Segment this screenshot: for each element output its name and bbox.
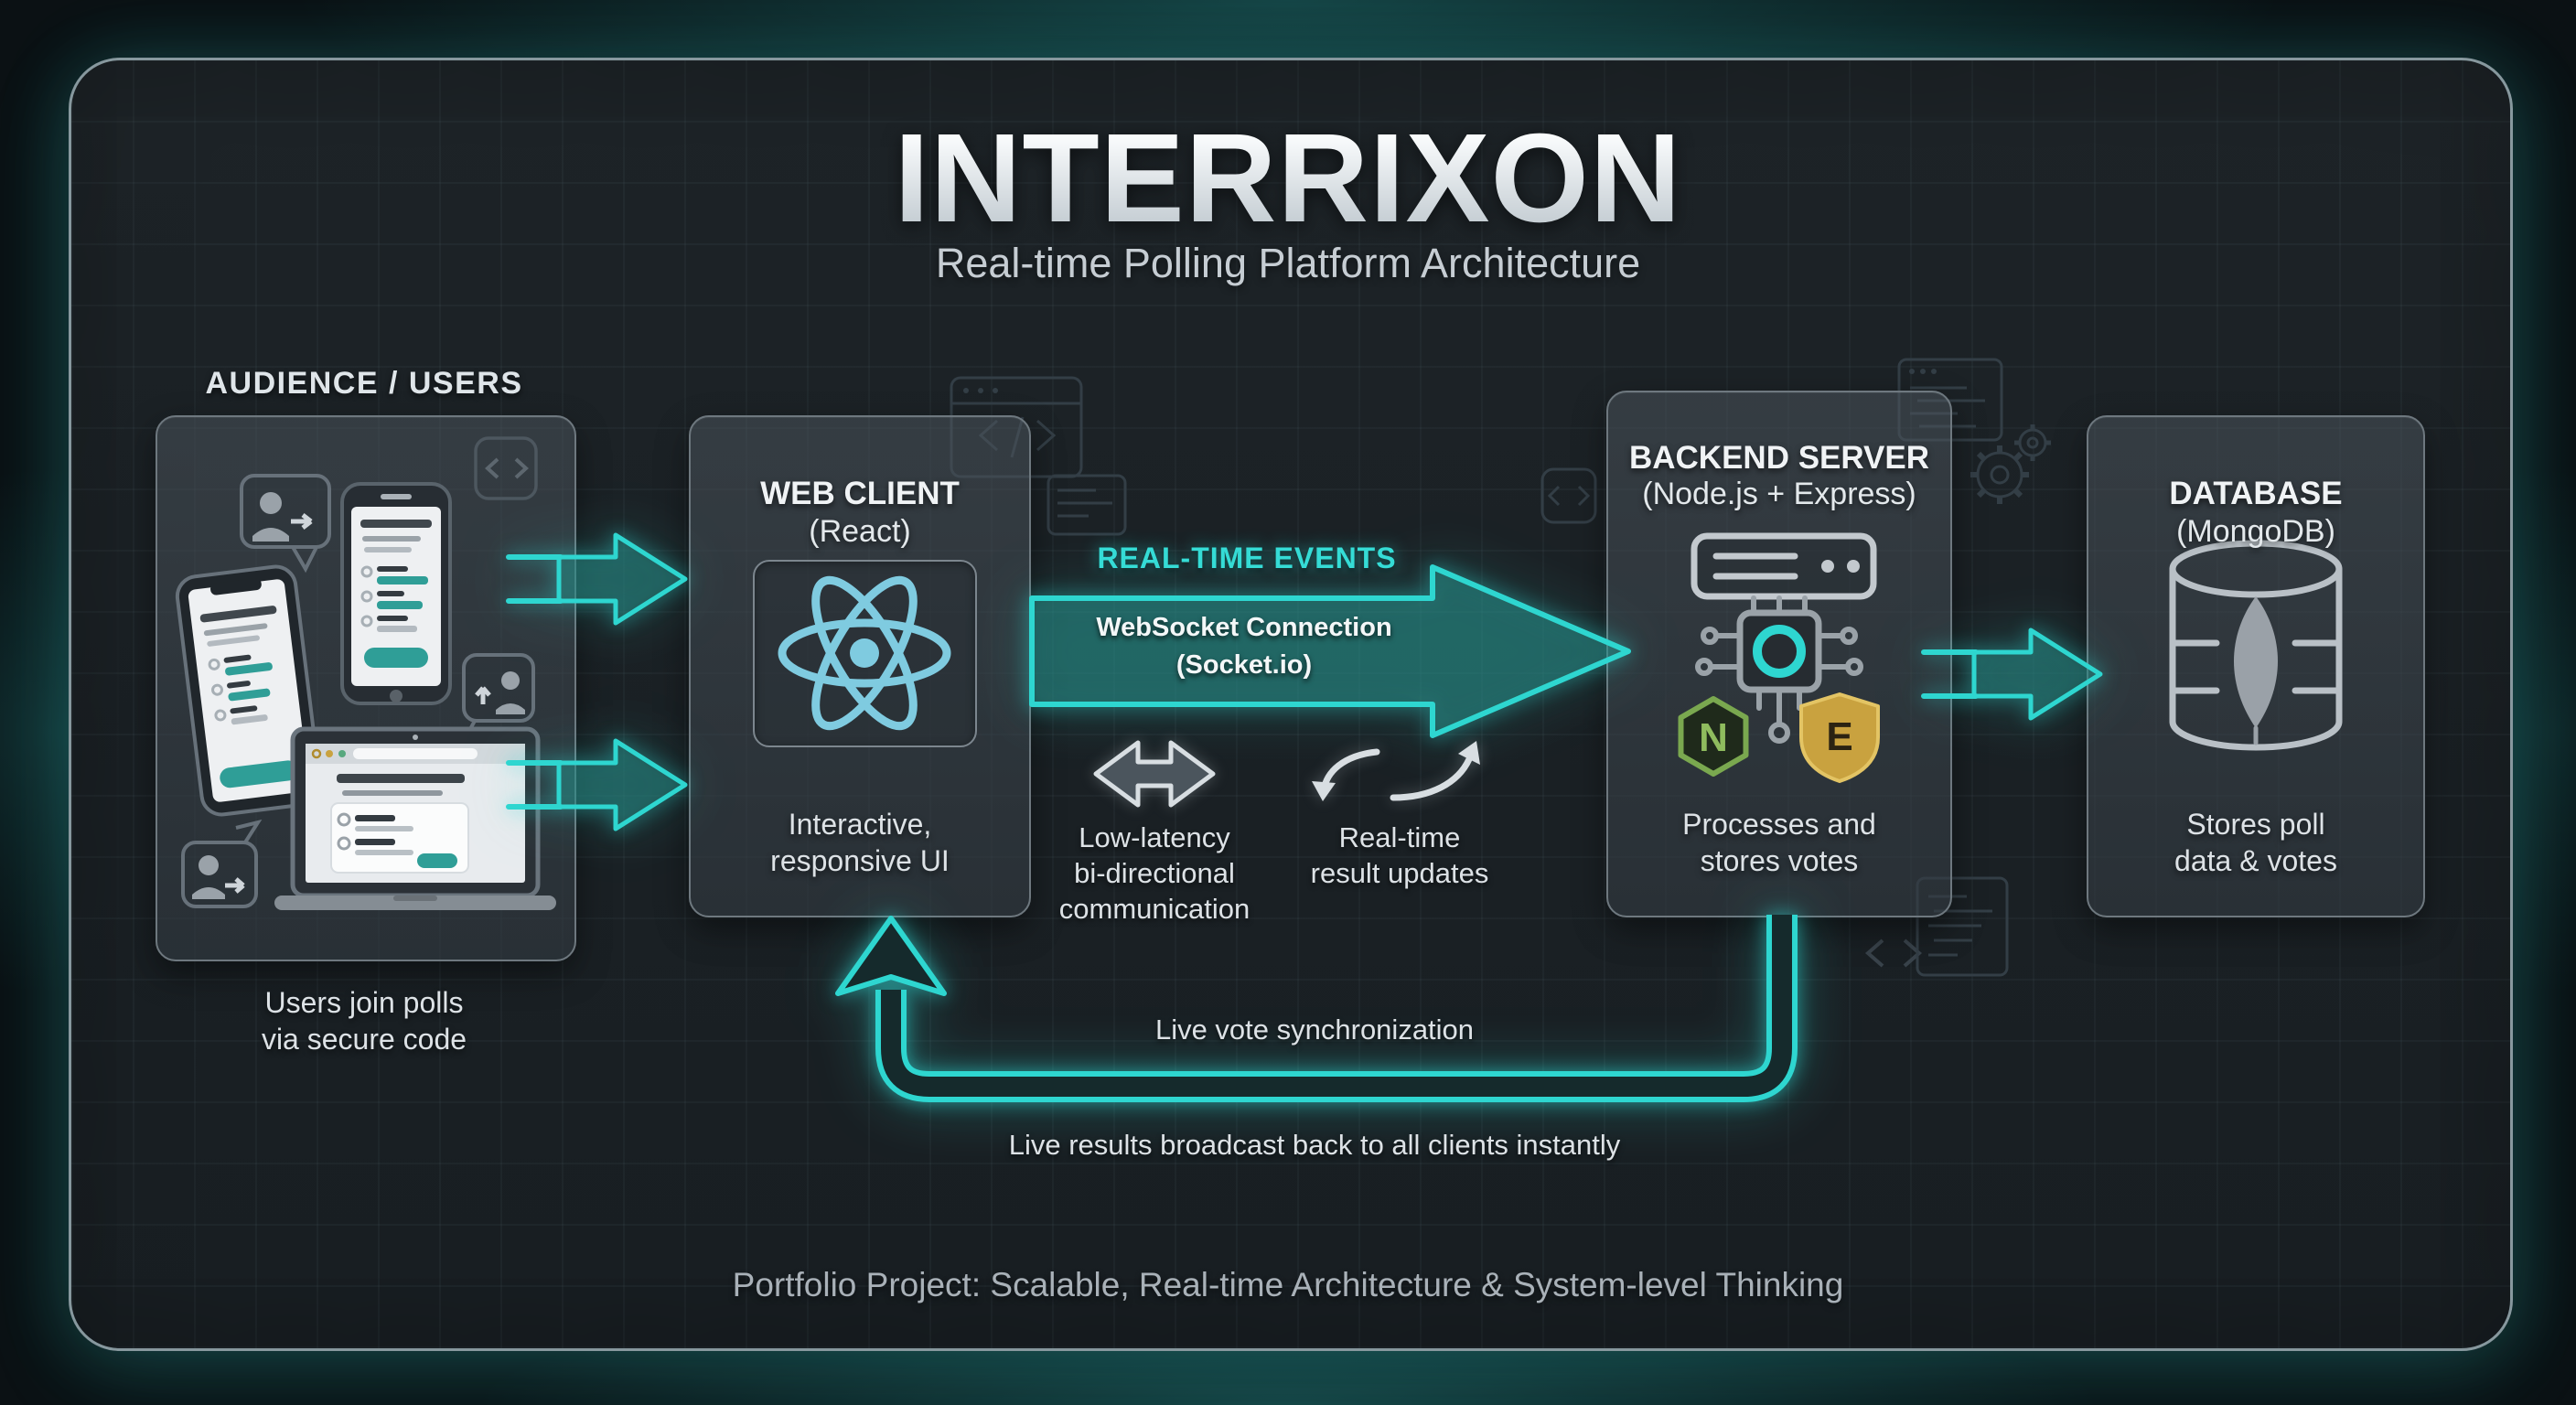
code-chip-icon: [1540, 467, 1597, 524]
backend-caption: Processes and stores votes: [1682, 808, 1876, 877]
server-rack-icon: [1690, 532, 1877, 600]
user-join-bubble-icon: [181, 819, 263, 908]
chip-icon: [1695, 595, 1863, 744]
web-client-box: WEB CLIENT (React) Interactive, responsi…: [689, 415, 1031, 917]
code-card-icon: [1046, 474, 1127, 536]
mongodb-cylinder-icon: [2169, 540, 2343, 751]
backend-title: BACKEND SERVER: [1628, 440, 1930, 476]
react-logo-icon: [778, 575, 951, 731]
express-badge-letter: E: [1826, 714, 1852, 759]
backend-subtitle: (Node.js + Express): [1642, 477, 1916, 511]
nodejs-badge-letter: N: [1699, 715, 1728, 760]
footer-text: Portfolio Project: Scalable, Real-time A…: [732, 1266, 1844, 1303]
database-caption: Stores poll data & votes: [2174, 808, 2337, 877]
phone-icon: [340, 482, 452, 705]
page-title: INTERRIXON: [0, 106, 2576, 252]
broadcast-label: Live results broadcast back to all clien…: [1008, 1129, 1621, 1161]
audience-box: [156, 415, 576, 961]
phone-icon: [175, 564, 322, 817]
express-badge-icon: E: [1799, 692, 1880, 783]
page-subtitle: Real-time Polling Platform Architecture: [935, 240, 1641, 286]
realtime-events-label: REAL-TIME EVENTS: [1097, 542, 1397, 574]
web-client-title: WEB CLIENT: [760, 476, 960, 511]
low-latency-caption: Low-latency bi-directional communication: [1058, 821, 1250, 925]
code-glyph-icon: [1864, 938, 1923, 968]
result-updates-caption: Real-time result updates: [1310, 821, 1489, 889]
vote-sync-label: Live vote synchronization: [1154, 1014, 1475, 1046]
gear-icon: [1970, 424, 2051, 504]
database-box: DATABASE (MongoDB) Stores poll data & vo…: [2087, 415, 2425, 917]
websocket-label: WebSocket Connection (Socket.io): [1096, 613, 1392, 680]
laptop-icon: [274, 726, 556, 910]
backend-box: N E BACKEND SERVER (Node.js + Express) P…: [1606, 391, 1952, 917]
react-logo-frame: [753, 560, 977, 747]
audience-illustration: [175, 436, 556, 910]
audience-label: AUDIENCE / USERS: [205, 366, 523, 401]
audience-caption: Users join polls via secure code: [261, 986, 467, 1056]
web-client-subtitle: (React): [809, 514, 911, 549]
web-client-caption: Interactive, responsive UI: [770, 808, 950, 877]
database-subtitle: (MongoDB): [2176, 514, 2335, 549]
user-join-bubble-icon: [240, 474, 331, 574]
database-title: DATABASE: [2169, 476, 2343, 511]
code-icon: [474, 436, 538, 500]
nodejs-badge-icon: N: [1678, 696, 1749, 777]
